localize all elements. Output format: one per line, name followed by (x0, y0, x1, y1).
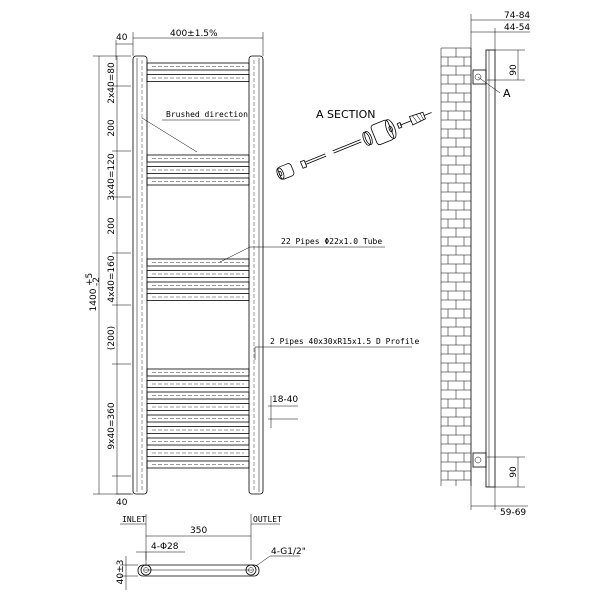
tube (146, 403, 250, 411)
section-title: A SECTION (316, 108, 376, 121)
spacing-label: 18-40 (272, 395, 298, 405)
side-offset-label: 40 (116, 33, 128, 43)
tube (146, 166, 250, 174)
left-profile (132, 55, 148, 495)
tube (146, 62, 250, 71)
tube (146, 414, 250, 423)
inlet-label: INLET (122, 515, 146, 524)
tube (146, 293, 250, 301)
tube (146, 391, 250, 400)
height-label: 1400 +5 -2 (85, 273, 102, 312)
segment-label-1: 2x40=80 (107, 62, 117, 104)
depth-outer-label: 74-84 (504, 11, 530, 21)
bracket-bottom-label: 90 (509, 466, 519, 478)
tube (146, 368, 250, 377)
side-view: 74-84 44-54 90 A 90 59-69 (440, 11, 530, 518)
width-label: 400±1.5% (170, 29, 218, 39)
tube (146, 426, 250, 434)
segment-label-2: 200 (107, 119, 117, 136)
fastener-exploded-view (276, 111, 432, 180)
tube (146, 281, 250, 290)
bottom-bracket (472, 452, 487, 468)
tube (146, 74, 250, 82)
inlet-port (140, 564, 152, 576)
pipes-label: 22 Pipes Φ22x1.0 Tube (281, 237, 382, 246)
segment-label-6: (200) (107, 326, 117, 350)
segment-label-3: 3x40=120 (107, 153, 117, 200)
svg-text:1400: 1400 (89, 288, 99, 311)
segment-label-4: 200 (107, 217, 117, 234)
centres-label: 350 (190, 526, 207, 536)
depth-inner-label: 44-54 (504, 23, 530, 33)
holes-label: 4-Φ28 (151, 542, 179, 552)
tube (146, 177, 250, 186)
outlet-port (245, 564, 257, 576)
segment-label-5: 4x40=160 (107, 255, 117, 302)
thread-label: 4-G1/2" (271, 547, 306, 557)
wall-bricks (440, 47, 471, 486)
tube (146, 380, 250, 388)
bottom-profile (137, 564, 260, 577)
bottom-view: INLET OUTLET 350 4-Φ28 4-G1/2" 40±3 (116, 514, 306, 590)
horizontal-tubes (141, 60, 255, 490)
segment-label-7: 9x40=360 (107, 402, 117, 449)
tube (146, 437, 250, 446)
tube (146, 449, 250, 457)
bottom-offset-label: 40 (116, 498, 128, 508)
section-marker: A (503, 87, 511, 100)
bottom-depth-label: 59-69 (500, 508, 526, 518)
profile-label: 2 Pipes 40x30xR15x1.5 D Profile (270, 337, 419, 346)
tube (146, 154, 250, 163)
front-view: 400±1.5% 40 1400 +5 -2 2x40=80 200 3x40=… (85, 29, 419, 508)
tube (146, 270, 250, 278)
brushed-direction-label: Brushed direction (166, 110, 248, 119)
svg-text:+5: +5 (85, 273, 95, 286)
offset-label: 40±3 (116, 560, 126, 585)
outlet-label: OUTLET (253, 515, 282, 524)
side-profile (485, 49, 496, 488)
right-profile (248, 55, 264, 495)
tube (146, 460, 250, 469)
bracket-top-label: 90 (509, 64, 519, 76)
svg-text:-2: -2 (92, 277, 102, 286)
tube (146, 258, 250, 267)
a-section: A SECTION (276, 108, 432, 180)
top-bracket (472, 69, 487, 85)
